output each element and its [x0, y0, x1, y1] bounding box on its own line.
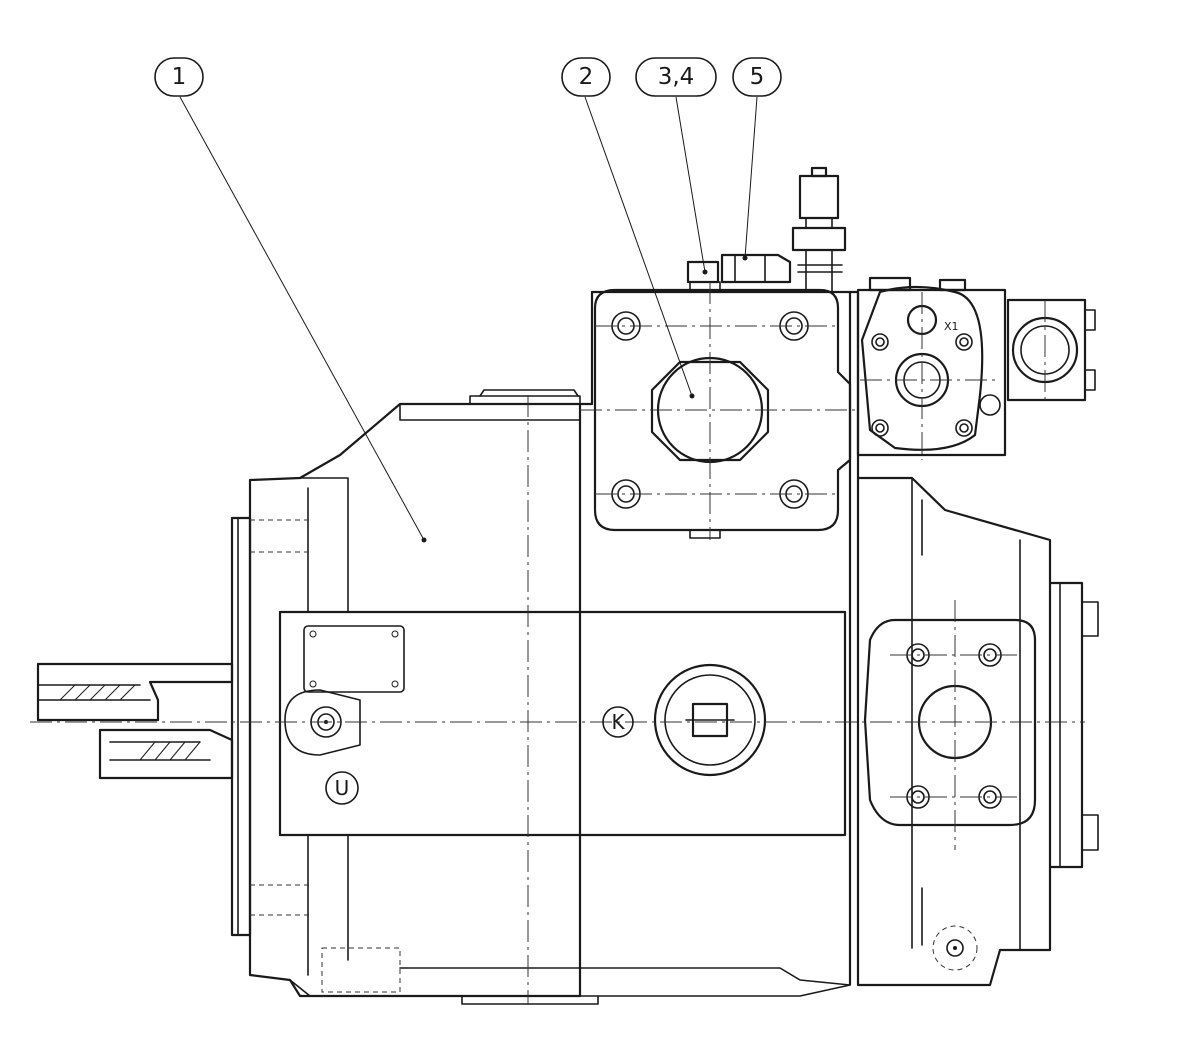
callout-3-4-label: 3,4	[658, 64, 695, 90]
callout-2: 2	[561, 57, 611, 97]
port-label-k: K	[602, 706, 634, 738]
pilot-valve-block	[856, 276, 1096, 457]
leader-lines	[179, 96, 758, 543]
swashplate-band	[278, 610, 847, 837]
pump-housing	[230, 389, 851, 1005]
top-fittings	[686, 166, 847, 293]
callout-2-label: 2	[579, 64, 594, 90]
pump-body-right	[580, 290, 1099, 987]
callout-5: 5	[732, 57, 782, 97]
callout-1: 1	[154, 57, 204, 97]
port-label-u: U	[325, 771, 359, 805]
port-label-x1: X1	[944, 320, 959, 333]
port-label-u-text: U	[335, 776, 350, 800]
callout-5-label: 5	[750, 64, 765, 90]
port-k-plug	[653, 663, 767, 777]
callout-3-4: 3,4	[635, 57, 717, 97]
drive-shaft	[36, 662, 234, 780]
callout-1-label: 1	[172, 64, 187, 90]
port-label-k-text: K	[611, 710, 625, 734]
center-lines	[30, 282, 1085, 1005]
